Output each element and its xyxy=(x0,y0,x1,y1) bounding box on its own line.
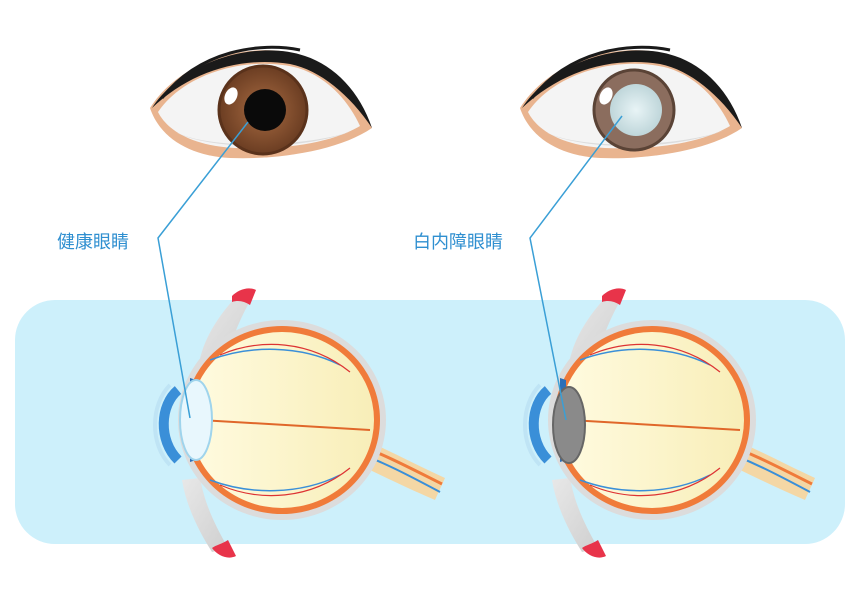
healthy-eye-cross-section-icon xyxy=(153,288,445,558)
healthy-eye-front-icon xyxy=(150,45,372,159)
cataract-eye-front-icon xyxy=(520,45,742,159)
cataract-eye-cross-section-icon xyxy=(523,288,815,558)
cataract-pointer-line xyxy=(529,115,623,421)
healthy-eye-label: 健康眼睛 xyxy=(57,232,129,253)
healthy-pointer-line xyxy=(157,121,249,419)
cataract-eye-label: 白内障眼睛 xyxy=(413,232,503,253)
